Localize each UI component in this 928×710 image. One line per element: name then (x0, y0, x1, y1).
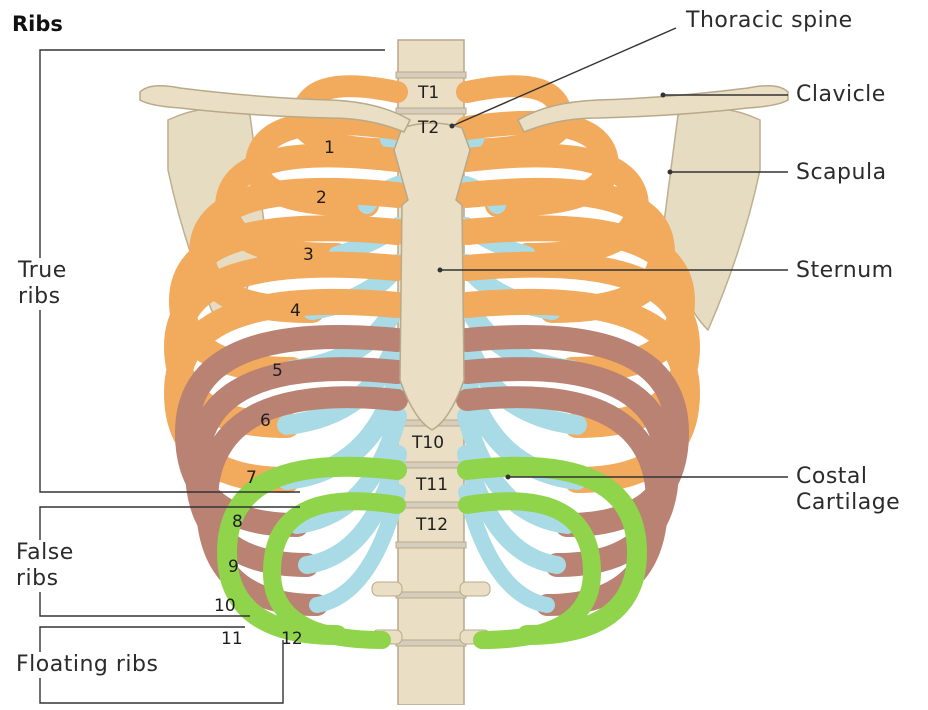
label-thoracic-spine: Thoracic spine (686, 8, 853, 34)
rib-number-11: 11 (221, 629, 243, 649)
rib-number-6: 6 (260, 411, 271, 431)
rib-number-1: 1 (324, 138, 335, 158)
label-false-line2: ribs (16, 566, 74, 592)
label-scapula: Scapula (796, 160, 887, 186)
vertebra-t2: T2 (417, 118, 439, 138)
rib-number-10: 10 (214, 596, 236, 616)
rib-number-4: 4 (290, 301, 301, 321)
rib-number-2: 2 (316, 188, 327, 208)
label-clavicle: Clavicle (796, 82, 886, 108)
label-true-line1: True (18, 258, 67, 284)
rib-number-3: 3 (303, 245, 314, 265)
label-false-line1: False (16, 540, 74, 566)
rib-number-9: 9 (228, 557, 239, 577)
vertebra-t1: T1 (417, 83, 439, 103)
rib-number-12: 12 (281, 629, 303, 649)
diagram-title: Ribs (12, 12, 63, 36)
label-sternum: Sternum (796, 258, 894, 284)
vertebra-t10: T10 (411, 433, 444, 453)
label-true-ribs: True ribs (18, 258, 67, 310)
label-costal-line2: Cartilage (796, 490, 900, 516)
label-costal-line1: Costal (796, 464, 900, 490)
vertebra-t12: T12 (415, 515, 448, 535)
label-true-line2: ribs (18, 284, 67, 310)
label-floating-ribs: Floating ribs (16, 652, 158, 678)
rib-number-7: 7 (246, 468, 257, 488)
rib-number-8: 8 (232, 512, 243, 532)
rib-number-5: 5 (272, 361, 283, 381)
label-costal-cartilage: Costal Cartilage (796, 464, 900, 516)
label-false-ribs: False ribs (16, 540, 74, 592)
sternum (394, 123, 470, 430)
vertebra-t11: T11 (415, 475, 448, 495)
